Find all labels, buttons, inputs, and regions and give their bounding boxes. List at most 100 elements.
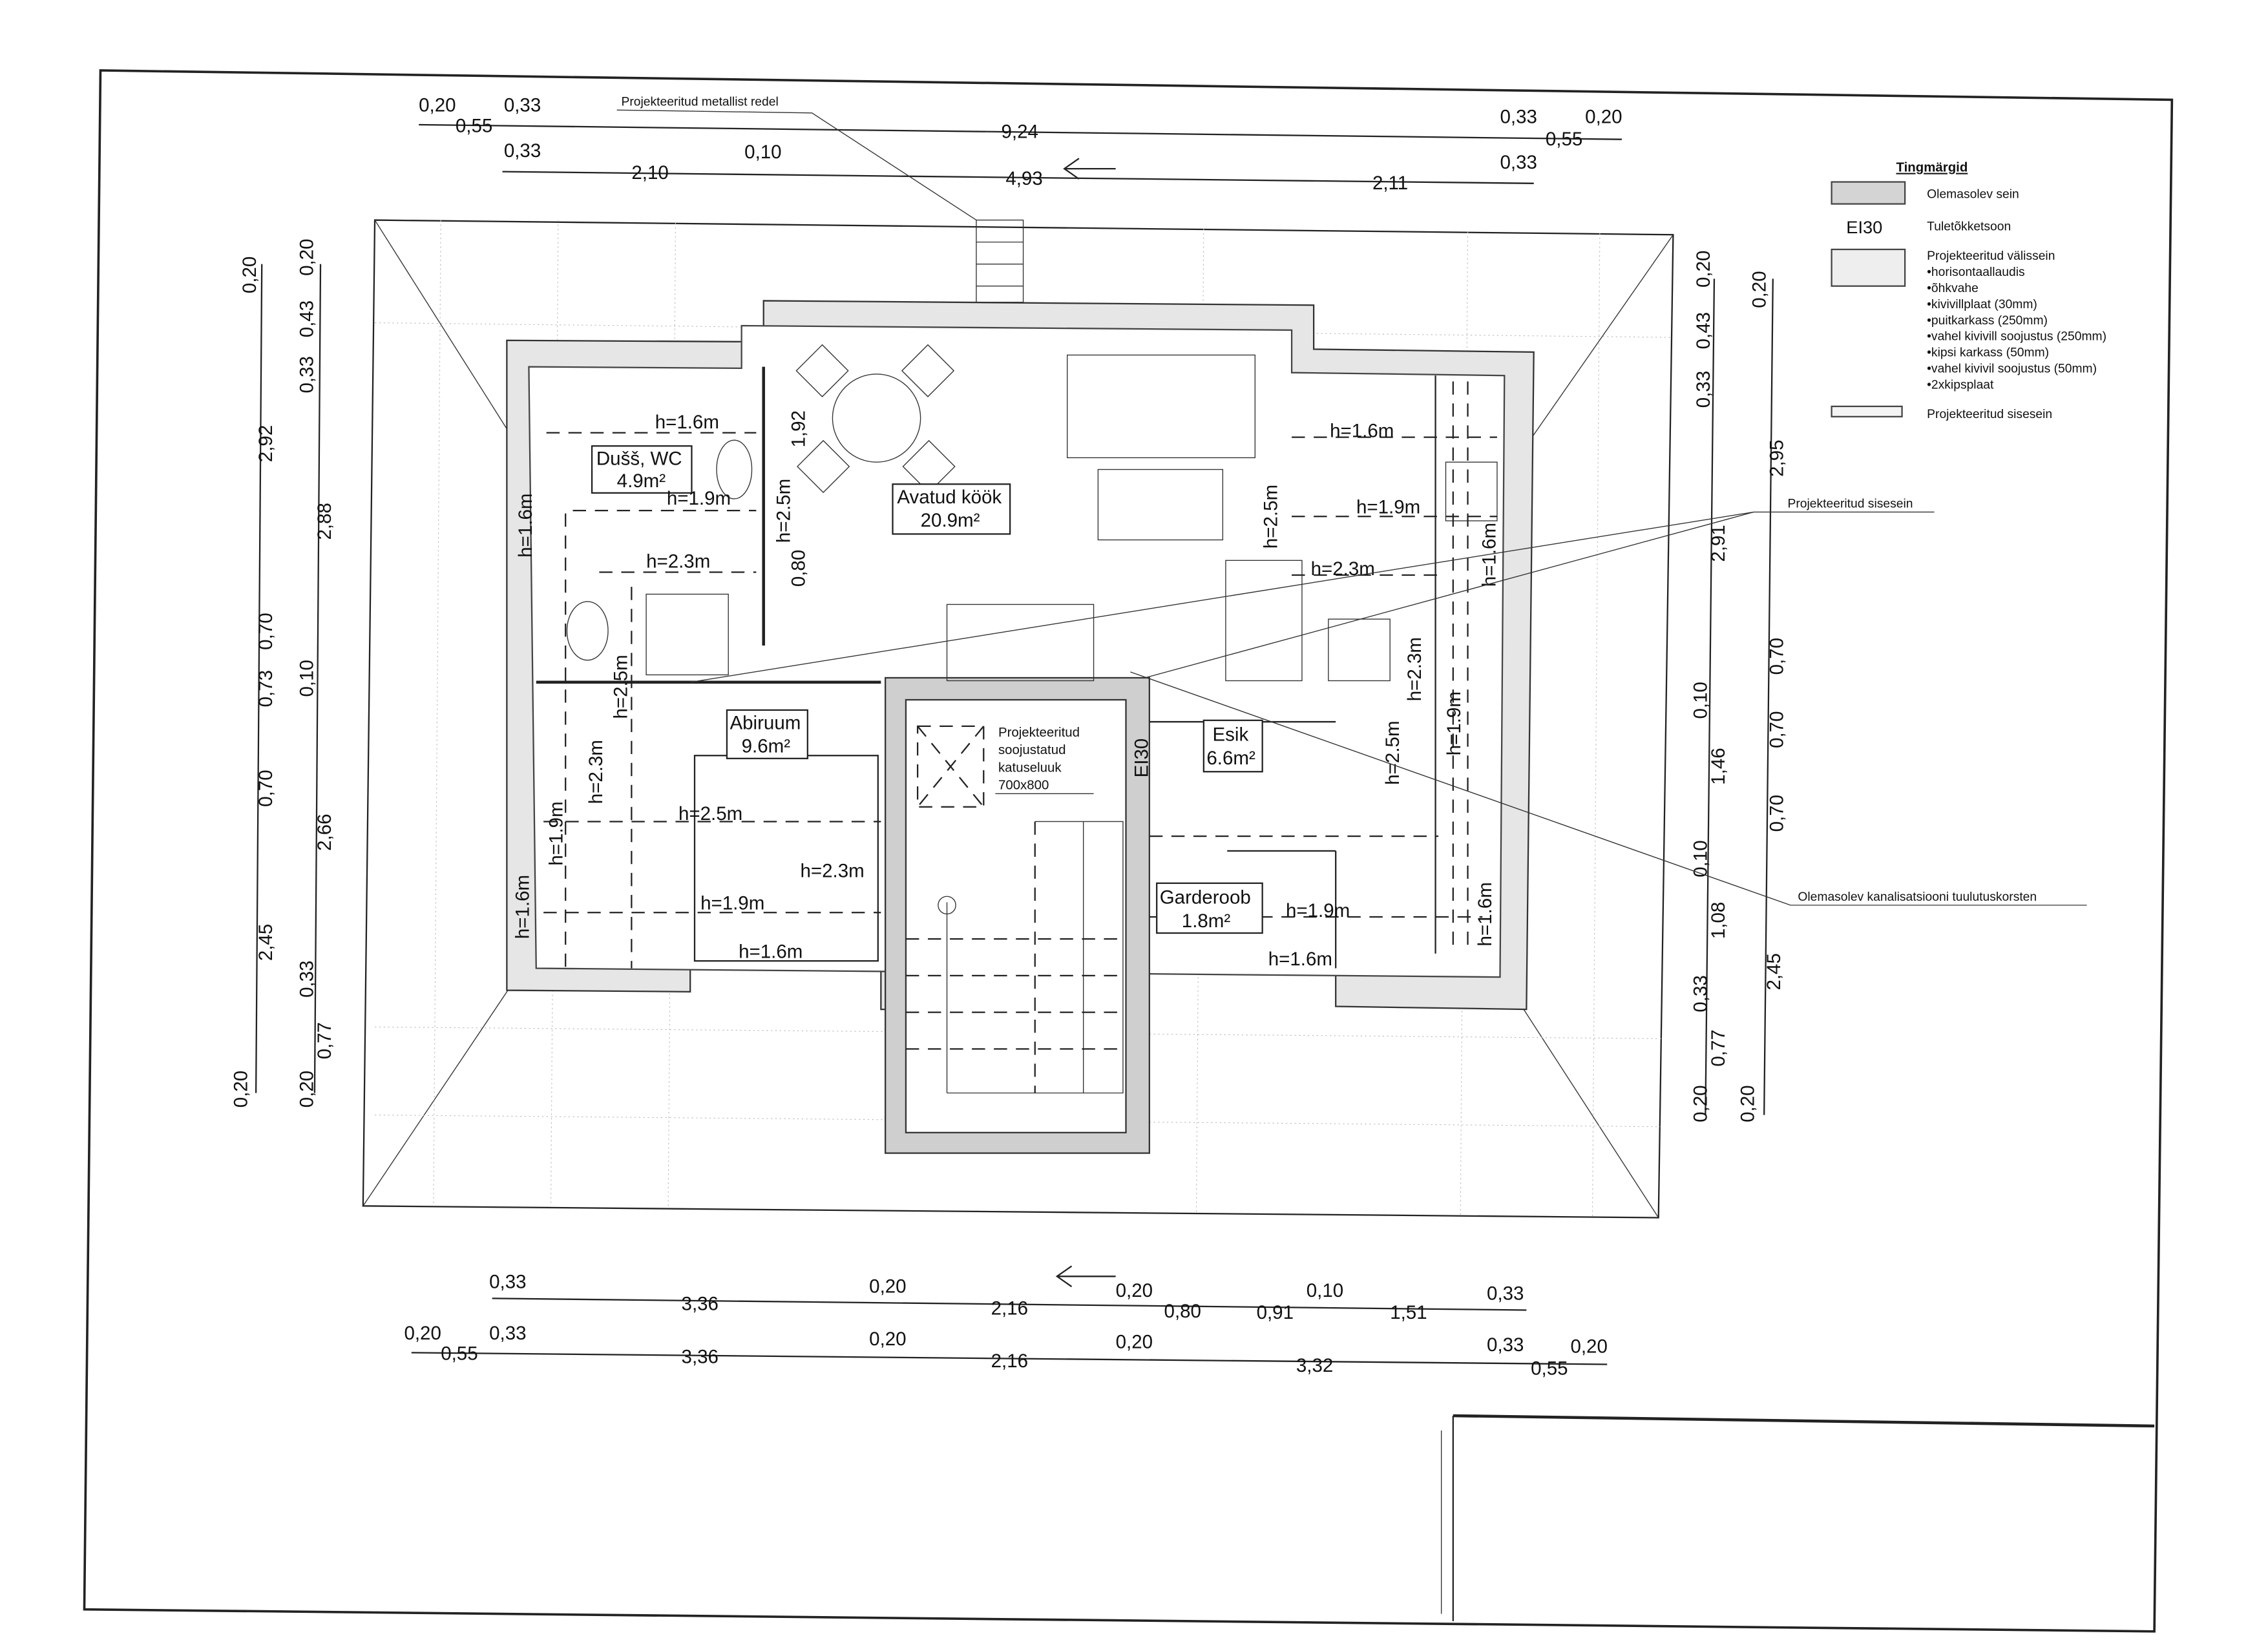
coffee-table — [1097, 468, 1224, 541]
dim-label: 0,43 — [1693, 312, 1714, 349]
height-label: h=2.5m — [773, 479, 795, 543]
dim-label: 0,20 — [404, 1323, 441, 1344]
room-name: Garderoob — [1160, 887, 1251, 909]
height-label: h=1.6m — [1475, 882, 1496, 946]
sofa — [1067, 354, 1255, 459]
dim-label: 0,43 — [297, 300, 318, 337]
dim-label: 0,10 — [1690, 840, 1712, 877]
height-label: h=1.6m — [515, 494, 536, 558]
fireplace — [946, 604, 1095, 682]
vent-chimney-callout: Olemasolev kanalisatsiooni tuulutuskorst… — [1798, 890, 2037, 904]
dim-label: 0,20 — [1748, 271, 1770, 308]
stair-post — [938, 896, 956, 915]
bottom-dimensions: 0,33 3,36 0,20 2,16 0,20 0,80 0,91 0,10 … — [404, 1271, 1607, 1379]
hatch-callout: 700x800 — [998, 779, 1049, 793]
room-area: 20.9m² — [921, 510, 980, 531]
dim-label: 2,45 — [1763, 953, 1785, 990]
dim-label: 0,20 — [1585, 107, 1622, 128]
legend-layer: •kivivillplaat (30mm) — [1927, 298, 2037, 311]
dim-label: 0,73 — [255, 670, 277, 707]
fire-zone-label: EI30 — [1131, 739, 1153, 778]
height-label: h=1.6m — [512, 875, 533, 939]
fire-zone-swatch: EI30 — [1846, 217, 1882, 237]
washbasin — [716, 439, 753, 499]
stair-shaft — [885, 677, 1150, 1154]
dimension-lines — [255, 123, 1774, 1365]
dim-label: 1,46 — [1708, 748, 1729, 784]
toilet — [566, 601, 609, 661]
room-name: Avatud köök — [897, 487, 1002, 508]
exterior-wall-swatch — [1831, 248, 1906, 287]
room-labels: Dušš, WC 4.9m² Avatud köök 20.9m² Abiruu… — [591, 445, 1263, 934]
hatch-callout: soojustatud — [998, 743, 1066, 757]
dim-label: 0,33 — [1690, 975, 1712, 1012]
dim-label: 0,55 — [456, 115, 492, 136]
legend-layer: •vahel kivivill soojustus (250mm) — [1927, 330, 2106, 344]
dim-label: 0,55 — [1531, 1358, 1568, 1379]
height-label: h=1.6m — [1479, 523, 1500, 587]
dim-label: 0,70 — [1767, 795, 1788, 832]
dim-label: 4,93 — [1005, 168, 1042, 189]
dim-label: 0,70 — [255, 770, 277, 806]
legend: Tingmärgid Olemasolev sein EI30 Tuletõkk… — [1831, 161, 2106, 421]
hatch-callout: Projekteeritud — [998, 726, 1080, 740]
height-label: h=2.3m — [646, 551, 710, 572]
height-label: h=2.5m — [1382, 720, 1403, 784]
height-label: h=2.5m — [678, 803, 742, 824]
height-label: h=1.6m — [1330, 421, 1394, 442]
legend-layer: •kipsi karkass (50mm) — [1927, 346, 2049, 360]
dim-label: 2,10 — [631, 162, 668, 184]
dim-label: 1,08 — [1708, 902, 1729, 939]
dim-label: 2,88 — [314, 503, 335, 540]
height-label: h=1.9m — [1444, 691, 1465, 755]
dim-label: 0,70 — [255, 613, 277, 649]
dim-label: 0,33 — [1693, 371, 1714, 408]
height-label: h=2.5m — [1260, 485, 1281, 549]
kitchen-unit — [1225, 560, 1303, 682]
left-dimensions: 0,20 2,92 0,70 0,73 0,70 2,45 0,20 0,20 … — [231, 238, 335, 1108]
sink — [1445, 461, 1498, 521]
dim-label: 2,16 — [991, 1350, 1028, 1372]
dim-label: 0,33 — [1487, 1334, 1524, 1356]
interior-wall-callout: Projekteeritud sisesein — [1787, 498, 1913, 511]
existing-wall-swatch — [1831, 181, 1906, 205]
height-label: h=1.9m — [1286, 900, 1350, 921]
dim-label: 0,70 — [1767, 638, 1788, 675]
title-block — [1440, 1414, 2155, 1621]
dim-label: 0,20 — [1737, 1085, 1758, 1122]
dim-label: 0,33 — [297, 356, 318, 393]
dim-label: 0,10 — [1690, 682, 1712, 719]
legend-label: Projekteeritud välissein — [1927, 249, 2055, 263]
dim-label: 0,33 — [1500, 107, 1537, 128]
dim-label: 2,16 — [991, 1297, 1028, 1319]
dim-label: 0,80 — [788, 550, 809, 587]
dim-label: 0,33 — [489, 1271, 526, 1292]
legend-title: Tingmärgid — [1896, 161, 1968, 175]
height-label: h=2.3m — [1404, 637, 1425, 701]
dim-label: 0,33 — [504, 140, 541, 162]
dim-label: 0,33 — [489, 1323, 526, 1344]
dim-label: 0,77 — [314, 1022, 335, 1059]
height-label: h=2.3m — [1311, 558, 1375, 580]
dim-label: 0,55 — [441, 1343, 478, 1365]
legend-label: Projekteeritud sisesein — [1927, 408, 2052, 421]
dim-label: 0,20 — [869, 1329, 906, 1350]
dim-label: 0,20 — [297, 238, 318, 275]
height-label: h=1.9m — [667, 488, 731, 509]
legend-layer: •vahel kivivil soojustus (50mm) — [1927, 362, 2097, 376]
dim-label: 0,20 — [1116, 1280, 1153, 1301]
room-name: Dušš, WC — [596, 448, 682, 470]
height-label: h=2.5m — [611, 655, 632, 719]
dim-label: 3,36 — [682, 1346, 719, 1367]
dim-label: 0,33 — [1487, 1283, 1524, 1305]
room-area: 4.9m² — [617, 470, 666, 492]
height-label: h=2.3m — [800, 861, 864, 882]
room-area: 9.6m² — [742, 736, 791, 757]
dim-label: 0,55 — [1546, 129, 1582, 150]
height-label: h=1.9m — [1356, 497, 1420, 518]
dim-label: 0,33 — [1500, 152, 1537, 173]
height-label: h=1.6m — [655, 412, 719, 433]
height-label: h=1.6m — [739, 941, 803, 963]
dim-label: 0,20 — [231, 1071, 252, 1108]
